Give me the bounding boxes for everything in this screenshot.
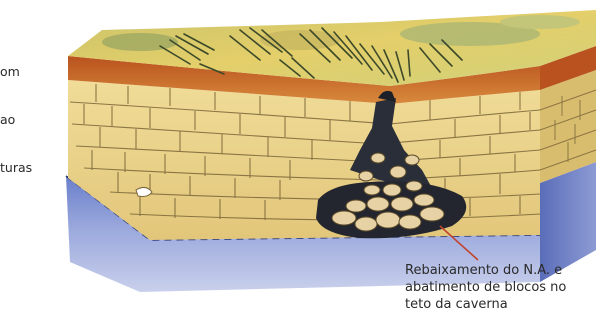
- left-caption-line: ao: [0, 112, 64, 128]
- left-caption-line: turas: [0, 160, 64, 176]
- left-caption-line: om: [0, 64, 64, 80]
- left-caption: om ao turas: [0, 32, 64, 208]
- right-caption-line: Rebaixamento do N.A. e: [405, 262, 604, 279]
- right-caption-line: abatimento de blocos no: [405, 279, 604, 296]
- right-caption: Rebaixamento do N.A. e abatimento de blo…: [405, 262, 604, 313]
- limestone-front: [68, 80, 540, 240]
- right-caption-line: teto da caverna: [405, 296, 604, 313]
